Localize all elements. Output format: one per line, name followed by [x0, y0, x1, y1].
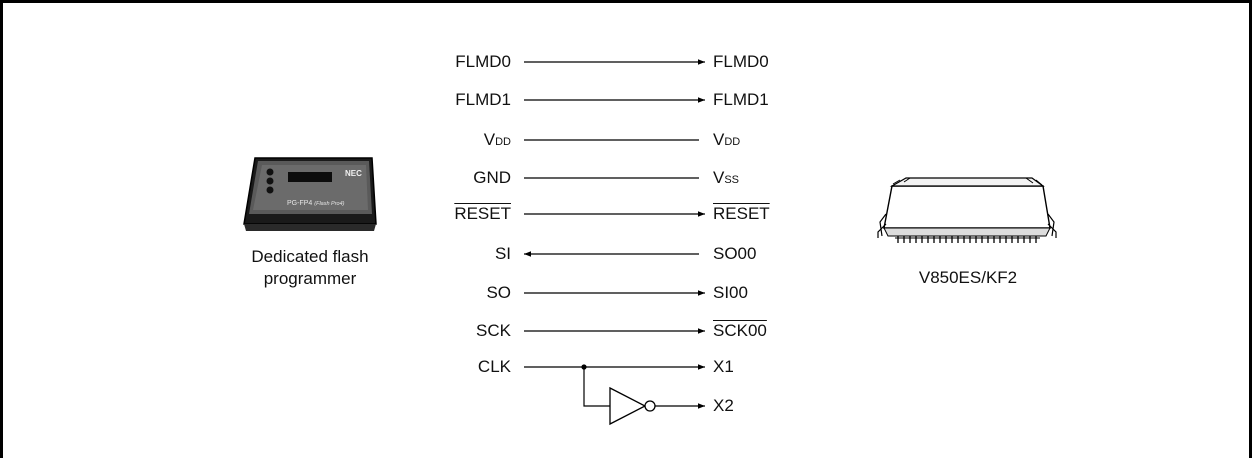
pin-label-programmer-flmd0: FLMD0 — [455, 52, 511, 71]
flash-programmer-icon: NEC PG-FP4 (Flash Pro4) — [243, 157, 377, 231]
pin-label-programmer-clk: CLK — [477, 357, 511, 376]
programmer-brand: NEC — [345, 169, 362, 178]
pin-label-device-reset: RESET — [713, 204, 770, 223]
pin-label-programmer-gnd: GND — [473, 168, 511, 187]
pin-label-device-flmd1: FLMD1 — [713, 90, 769, 109]
programmer-caption: Dedicated flash programmer — [215, 246, 405, 290]
pin-label-device-sck00: SCK00 — [713, 321, 767, 340]
device-caption: V850ES/KF2 — [918, 268, 1018, 287]
pin-label-programmer-si: SI — [494, 244, 511, 263]
pin-label-device-vss: VSS — [713, 168, 740, 187]
pin-label-programmer-reset: RESET — [454, 204, 511, 223]
programmer-caption-line2: programmer — [263, 269, 357, 288]
inverter-gate-icon — [609, 386, 647, 426]
pin-label-device-flmd0: FLMD0 — [713, 52, 769, 71]
pin-label-programmer-sck: SCK — [476, 321, 511, 340]
microcontroller-chip-icon — [877, 177, 1057, 243]
pin-label-programmer-vdd: VDD — [483, 130, 511, 149]
pin-label-device-si00: SI00 — [713, 283, 748, 302]
inverter-bubble-icon — [644, 400, 656, 412]
pin-label-device-vdd: VDD — [713, 130, 741, 149]
pin-label-programmer-so: SO — [486, 283, 511, 302]
programmer-caption-line1: Dedicated flash — [251, 247, 369, 266]
pin-label-device-x1: X1 — [713, 357, 734, 376]
wire-clk-branch — [583, 367, 610, 407]
pin-label-programmer-flmd1: FLMD1 — [455, 90, 511, 109]
pin-label-device-x2: X2 — [713, 396, 734, 415]
pin-label-device-so00: SO00 — [713, 244, 757, 263]
programmer-model-label: PG-FP4 (Flash Pro4) — [287, 200, 345, 207]
